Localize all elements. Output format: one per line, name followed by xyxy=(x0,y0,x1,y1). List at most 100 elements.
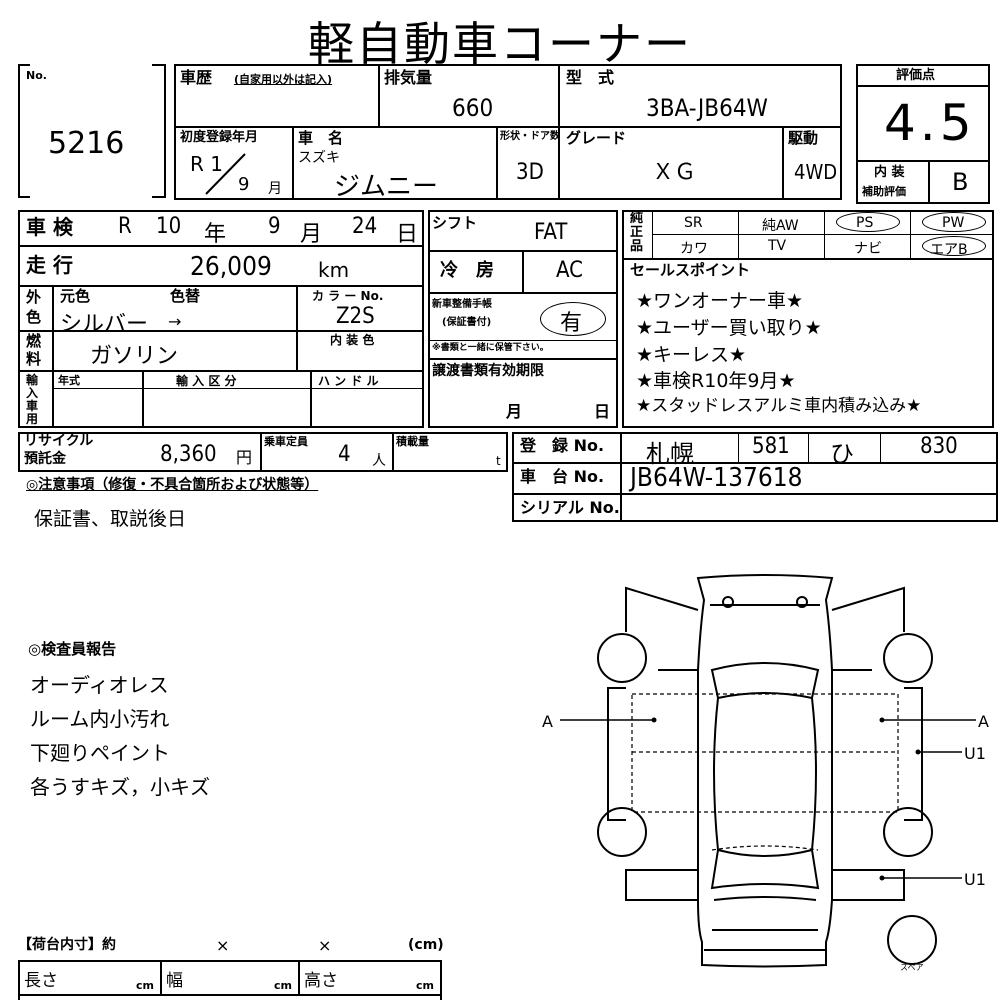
cargo-height-label: 高さ xyxy=(304,971,338,991)
color-side-1: 外 xyxy=(26,288,42,306)
ac-value: AC xyxy=(556,258,583,283)
shift-block xyxy=(428,210,618,428)
fuel-side-1: 燃 xyxy=(26,332,42,350)
cargo-times-2: × xyxy=(318,936,332,955)
page-title: 軽自動車コーナー xyxy=(308,17,692,71)
shaken-year-unit: 年 xyxy=(204,222,227,247)
selling-points-label: セールスポイント xyxy=(630,261,751,279)
selling-point-4: ★車検R10年9月★ xyxy=(636,370,796,392)
capacity-unit: 人 xyxy=(372,453,386,469)
maintenance-value: 有 xyxy=(560,311,583,336)
fuel-value: ガソリン xyxy=(90,344,179,369)
lot-label: No. xyxy=(26,69,47,82)
car-name: ジムニー xyxy=(334,172,439,202)
shaken-label: 車 検 xyxy=(26,215,73,239)
mark-u1-top: U1 xyxy=(964,744,986,763)
import-category-label: 輸 入 区 分 xyxy=(176,374,237,388)
interior-value: B xyxy=(952,168,969,196)
equip-genuine-aw: 純AW xyxy=(762,218,799,234)
score-label: 評価点 xyxy=(896,68,936,83)
inspection-block xyxy=(18,210,424,428)
registration-number: 830 xyxy=(920,434,958,459)
recycle-row xyxy=(18,432,508,472)
transfer-label: 譲渡書類有効期限 xyxy=(432,363,544,379)
score-value: 4.5 xyxy=(884,94,976,152)
interior-color-label: 内 装 色 xyxy=(330,333,375,347)
capacity-label: 乗車定員 xyxy=(264,435,308,448)
body-label: 形状・ドア数 xyxy=(500,131,560,142)
car-damage-diagram xyxy=(560,574,976,968)
shift-value: FAT xyxy=(534,220,568,245)
selling-point-1: ★ワンオーナー車★ xyxy=(636,290,804,312)
color-change-label: 色替 xyxy=(170,287,201,305)
car-name-label: 車 名 xyxy=(298,129,344,147)
load-unit: t xyxy=(496,454,501,468)
equip-leather: カワ xyxy=(680,241,708,257)
cargo-width-unit: cm xyxy=(274,979,292,992)
serial-label: シリアル No. xyxy=(520,498,620,517)
maintenance-circle xyxy=(540,302,606,336)
capacity-value: 4 xyxy=(338,442,351,467)
spare-label: スペア xyxy=(900,963,924,972)
notes-text: 保証書、取説後日 xyxy=(34,508,187,530)
equip-ps-circle xyxy=(836,212,900,232)
equip-sr: SR xyxy=(684,215,703,231)
cargo-width-label: 幅 xyxy=(166,971,183,991)
import-side-4: 用 xyxy=(26,412,39,426)
score-box xyxy=(856,64,990,204)
recycle-sub-label: 預託金 xyxy=(24,451,66,467)
car-maker: スズキ xyxy=(298,150,340,166)
color-code-label: カ ラ ー No. xyxy=(312,289,384,303)
transfer-month-unit: 月 xyxy=(506,402,523,421)
shaken-month-unit: 月 xyxy=(300,222,323,247)
import-side-1: 輸 xyxy=(26,373,39,387)
shaken-day: 24 xyxy=(352,214,378,239)
equipment-block xyxy=(622,210,994,428)
selling-point-5: ★スタッドレスアルミ車内積み込み★ xyxy=(636,396,922,416)
chassis-number: JB64W-137618 xyxy=(630,463,803,493)
interior-sub-label: 補助評価 xyxy=(862,185,906,198)
cargo-label: 【荷台内寸】約 xyxy=(18,937,116,953)
registration-label: 登 録 No. xyxy=(520,436,605,455)
displacement-value: 660 xyxy=(452,94,494,122)
color-arrow: → xyxy=(168,312,182,331)
grade-value: ＸＧ xyxy=(652,160,697,185)
inspector-label: ◎検査員報告 xyxy=(28,640,117,658)
mileage-value: 26,009 xyxy=(190,252,272,282)
chassis-label: 車 台 No. xyxy=(520,467,605,486)
cargo-dimension-box xyxy=(18,960,442,1000)
shaken-era: R xyxy=(118,214,132,239)
color-value: シルバー xyxy=(60,312,149,337)
displacement-label: 排気量 xyxy=(384,68,433,87)
drive-value: 4WD xyxy=(794,160,838,184)
mark-u1-bottom: U1 xyxy=(964,870,986,889)
mark-a-left: A xyxy=(542,712,553,731)
import-year-label: 年式 xyxy=(58,374,80,387)
inspector-line-4: 各うすキズ，小キズ xyxy=(30,775,210,799)
ac-label: 冷 房 xyxy=(440,260,494,281)
first-reg-month-unit: 月 xyxy=(268,181,282,197)
orig-color-label: 元色 xyxy=(60,287,91,305)
mark-a-right: A xyxy=(978,712,989,731)
registration-kana: ひ xyxy=(830,440,854,468)
mileage-label: 走 行 xyxy=(26,253,73,277)
shaken-day-unit: 日 xyxy=(396,222,419,247)
mileage-unit: km xyxy=(318,258,350,282)
notes-label: ◎注意事項（修復・不具合箇所および状態等） xyxy=(26,477,319,493)
history-note: (自家用以外は記入) xyxy=(234,73,333,86)
shift-label: シフト xyxy=(432,214,478,232)
recycle-unit: 円 xyxy=(236,448,253,467)
color-side-2: 色 xyxy=(26,308,42,326)
equip-pw: PW xyxy=(942,215,965,231)
import-handle-label: ハ ン ド ル xyxy=(318,374,379,388)
selling-point-3: ★キーレス★ xyxy=(636,344,747,366)
registration-block xyxy=(512,432,998,522)
registration-class: 581 xyxy=(752,434,790,459)
cargo-length-label: 長さ xyxy=(24,971,58,991)
maintenance-label: 新車整備手帳 xyxy=(432,299,492,310)
equip-navi: ナビ xyxy=(854,241,882,257)
grade-label: グレード xyxy=(566,129,627,147)
shaken-month: 9 xyxy=(268,214,281,239)
first-reg-month: 9 xyxy=(238,174,250,195)
interior-label: 内 装 xyxy=(874,165,905,180)
